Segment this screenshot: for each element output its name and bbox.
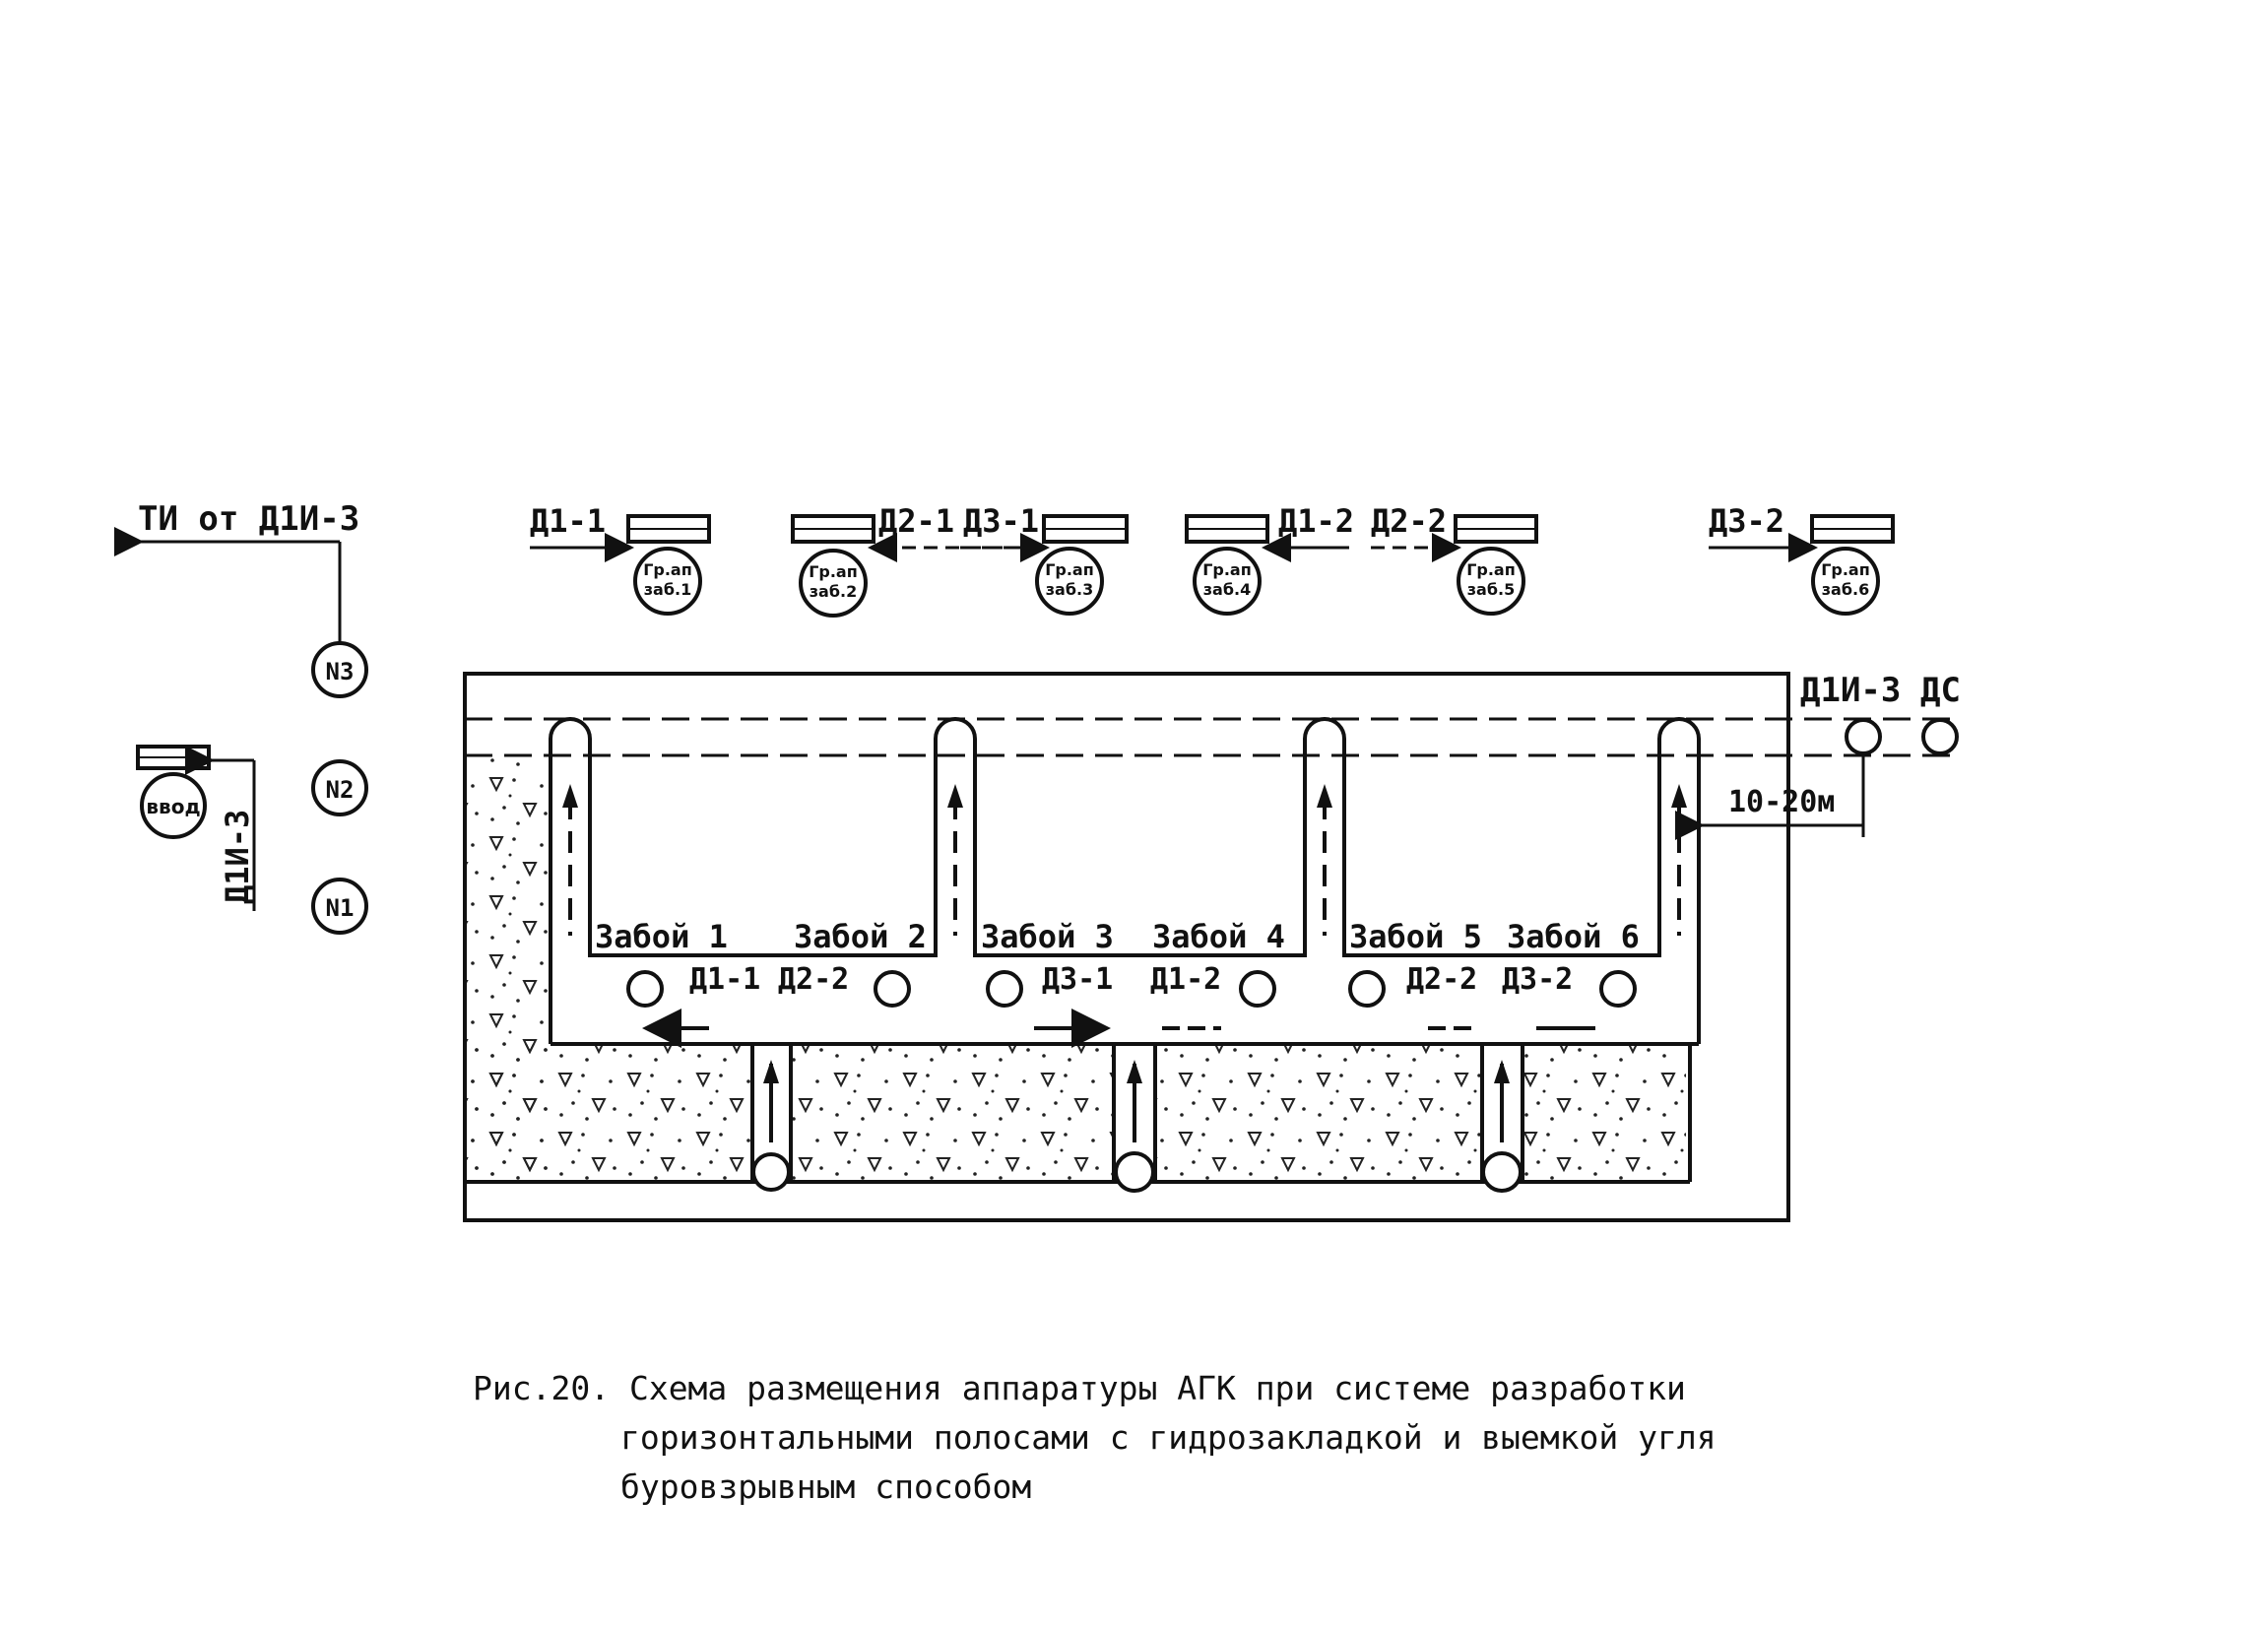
face-sensor-circle-2 [874,970,911,1008]
top-sensor-1: Д1-1 [530,502,606,540]
caption-line-1: Схема размещения аппаратуры АГК при сист… [628,1369,1686,1407]
top-device-4: Гр.ап заб.4 Д1-2 [1185,502,1354,616]
face-sensor-3: Д3-1 [1042,962,1113,997]
bottom-raise-2 [1112,1042,1157,1193]
device-label: Д1И-3 [219,810,256,904]
input-device: ввод Д1И-3 [136,745,256,911]
face-sensor-4: Д1-2 [1150,962,1221,997]
top-circle-3-a: Гр.ап [1045,560,1094,579]
left-panel: ТИ от Д1И-3 N3 N2 N1 ввод Д1И-3 [114,499,368,935]
face-sensor-circle-1 [626,970,664,1008]
top-sensor-6: Д3-2 [1709,502,1784,540]
face-sensor-circle-4 [1239,970,1276,1008]
top-circle-2-a: Гр.ап [809,562,858,581]
ti-label: ТИ от Д1И-3 [138,499,359,539]
figure-number: Рис.20. [473,1369,611,1407]
top-circle-5-a: Гр.ап [1466,560,1516,579]
caption-line-2: горизонтальными полосами с гидрозакладко… [620,1418,1717,1457]
station-n2: N2 [311,759,368,816]
backfill-block-2 [791,1044,1114,1182]
backfill-block-1 [467,1044,752,1182]
top-device-6: Д3-2 Гр.ап заб.6 [1709,502,1895,616]
station-n1-label: N1 [326,894,355,922]
input-circle [140,772,207,839]
ds-circle [1921,718,1959,755]
top-sensor-4: Д1-2 [1278,502,1354,540]
right-instruments: Д1И-3 ДС 10-20м [1675,671,1961,840]
top-circle-1-a: Гр.ап [643,560,692,579]
ds-label: ДС [1920,671,1961,710]
face-sensors: Д1-1 Д2-2 Д3-1 Д1-2 Д2-2 Д3-2 [626,962,1637,1008]
top-device-3: Д3-1 Гр.ап заб.3 [960,502,1129,616]
top-circle-6-a: Гр.ап [1821,560,1870,579]
bottom-raise-1 [750,1042,793,1192]
workings-outline [549,717,1701,1044]
top-device-2: Гр.ап заб.2 Д2-1 [791,502,1024,618]
caption-line-3: буровзрывным способом [620,1467,1032,1506]
mine-section [463,672,1960,1222]
top-sensor-2: Д2-1 [878,502,954,540]
top-circle-5-b: заб.5 [1467,580,1515,599]
top-circle-6-b: заб.6 [1822,580,1869,599]
top-circle-4-b: заб.4 [1203,580,1251,599]
top-circle-2-b: заб.2 [810,582,857,601]
bottom-raise-3 [1480,1042,1524,1193]
d1i3-label: Д1И-3 [1800,671,1901,710]
top-device-5: Д2-2 Гр.ап заб.5 [1371,502,1538,616]
face-1: Забой 1 [595,918,728,955]
face-labels: Забой 1 Забой 2 Забой 3 Забой 4 Забой 5 … [595,918,1640,955]
face-4: Забой 4 [1152,918,1285,955]
station-n3-label: N3 [326,658,355,685]
top-device-1: Д1-1 Гр.ап заб.1 [530,502,711,616]
backfill-block-3 [1155,1044,1482,1182]
backfill-block-4 [1523,1044,1686,1182]
top-circle-4-a: Гр.ап [1202,560,1252,579]
face-sensor-circle-5 [1348,970,1386,1008]
face-6: Забой 6 [1507,918,1640,955]
top-sensor-5: Д2-2 [1371,502,1447,540]
station-n3: N3 [311,641,368,698]
d1i3-circle [1845,718,1882,755]
top-circle-1-b: заб.1 [644,580,691,599]
face-2: Забой 2 [794,918,927,955]
face-5: Забой 5 [1349,918,1482,955]
input-circle-text: ввод [146,795,200,818]
face-sensor-2: Д2-2 [778,962,849,997]
top-circle-3-b: заб.3 [1046,580,1093,599]
face-sensor-circle-6 [1599,970,1637,1008]
distance-label: 10-20м [1728,785,1835,819]
face-sensor-6: Д3-2 [1502,962,1573,997]
face-sensor-5: Д2-2 [1406,962,1477,997]
top-sensor-3: Д3-1 [963,502,1039,540]
station-n2-label: N2 [326,776,355,804]
figure-caption: Рис.20. Схема размещения аппаратуры АГК … [473,1364,1812,1512]
face-sensor-circle-3 [986,970,1023,1008]
station-n1: N1 [311,878,368,935]
face-sensor-1: Д1-1 [689,962,760,997]
face-3: Забой 3 [981,918,1114,955]
outer-frame [463,672,1790,1222]
